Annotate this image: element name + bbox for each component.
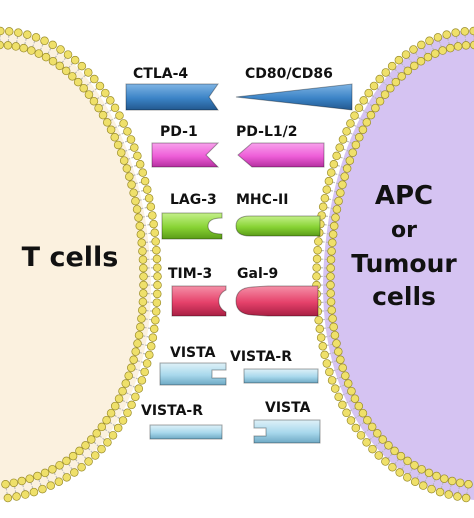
ctla4-receptor [125, 83, 219, 111]
right-membrane [312, 26, 474, 503]
cd80-cd86-ligand [235, 83, 353, 111]
t-cells-label: T cells [22, 242, 119, 273]
tumour-label: Tumour [351, 249, 457, 278]
label-vista-r-left: VISTA-R [141, 403, 203, 419]
apc-cell-body [323, 30, 474, 500]
vista-right-receptor [253, 419, 321, 444]
vista-r-right-receptor [243, 368, 319, 384]
tim3-receptor [171, 285, 227, 317]
cells-label: cells [372, 282, 436, 311]
pdl1-2-ligand [237, 142, 325, 168]
label-pd1: PD-1 [160, 124, 198, 140]
label-mhc-ii: MHC-II [236, 192, 288, 208]
pd1-receptor [151, 142, 220, 168]
label-cd80-cd86: CD80/CD86 [245, 66, 333, 82]
label-vista-left: VISTA [170, 345, 216, 361]
membranes [0, 26, 474, 503]
receptor-labels: CTLA-4 CD80/CD86 PD-1 PD-L1/2 LAG-3 MHC-… [133, 66, 333, 419]
label-tim3: TIM-3 [168, 266, 212, 282]
receptors [125, 83, 353, 444]
mhc-ii-ligand [235, 215, 321, 237]
label-ctla4: CTLA-4 [133, 66, 188, 82]
gal9-ligand [235, 285, 319, 317]
left-membrane [0, 26, 162, 503]
or-label: or [391, 218, 417, 243]
label-vista-r-right: VISTA-R [230, 349, 292, 365]
label-lag3: LAG-3 [170, 192, 217, 208]
t-cell-body [0, 30, 151, 500]
vista-r-left-receptor [149, 424, 223, 440]
lag3-receptor [161, 212, 223, 240]
vista-left-receptor [159, 362, 227, 386]
label-vista-right: VISTA [265, 400, 311, 416]
label-pdl1-2: PD-L1/2 [236, 124, 297, 140]
label-gal9: Gal-9 [237, 266, 278, 282]
apc-label: APC [375, 181, 433, 211]
